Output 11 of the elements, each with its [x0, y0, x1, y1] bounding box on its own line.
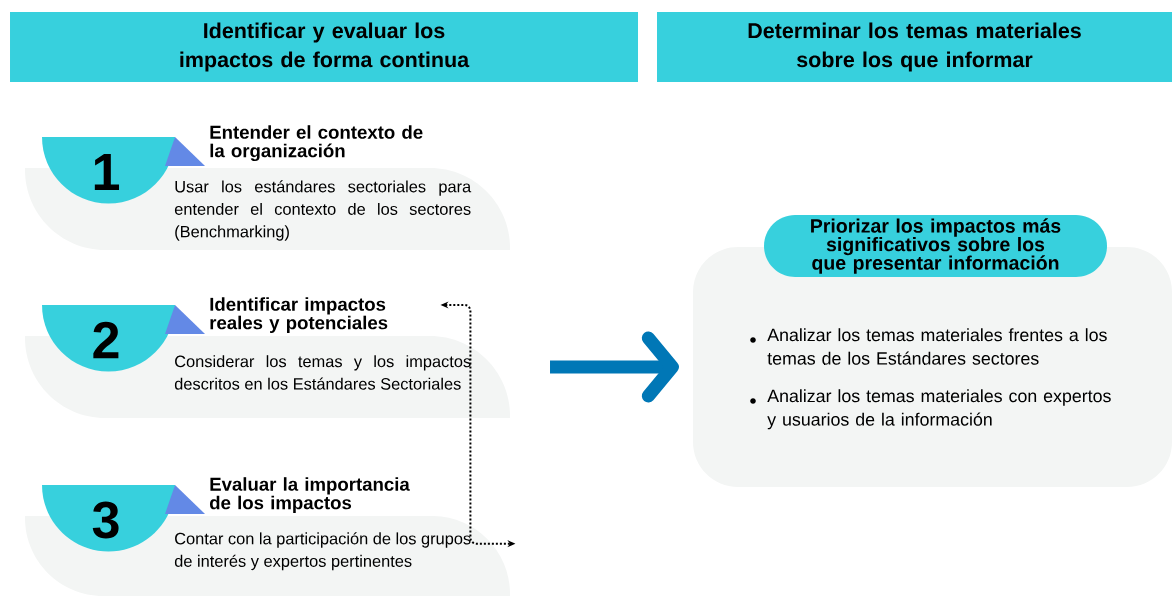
- step-card: [25, 125, 510, 250]
- bullet-item: Analizar los temas materiales frentes a los temas de los Estándares sectores: [750, 328, 1107, 365]
- step-card: [25, 477, 510, 596]
- step-heading: Identificar impactos reales y potenciales: [210, 297, 388, 333]
- section-header: Identificar y evaluar los impactos de forma continua: [10, 12, 638, 82]
- bullet-item: Analizar los temas materiales con expertos y usuarios de la información: [750, 389, 1111, 430]
- step-heading: Evaluar la importancia de los impactos: [210, 477, 410, 513]
- step-heading: Entender el contexto de la organización: [210, 125, 423, 162]
- title-pill: Priorizar los impactos más significativos sobre los que presentar información: [764, 215, 1107, 277]
- section-header: Determinar los temas materiales sobre los que informar: [657, 12, 1172, 82]
- step-card: [25, 297, 510, 418]
